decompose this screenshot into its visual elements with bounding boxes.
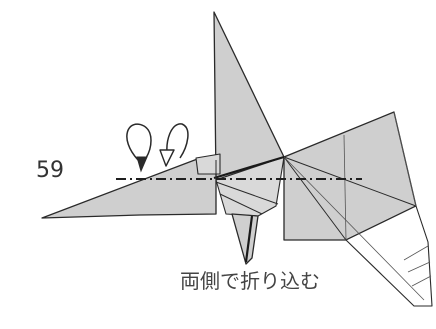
crease-line xyxy=(283,156,425,301)
crease-line xyxy=(403,245,429,261)
arrow-head-filled-icon xyxy=(136,156,148,173)
crease-line xyxy=(407,261,431,273)
hanging-flap xyxy=(231,213,259,265)
upper-flap xyxy=(213,11,285,181)
crease-line xyxy=(283,156,417,207)
step-instruction: 両側で折り込む xyxy=(180,269,320,293)
crease-line xyxy=(411,275,432,287)
fold-arrow-back xyxy=(166,123,189,161)
center-flap-top xyxy=(195,153,221,175)
crease-line xyxy=(283,156,347,241)
crease-line xyxy=(393,111,417,207)
crease-line xyxy=(215,181,279,205)
arrow-head-hollow-icon xyxy=(159,149,175,167)
fold-arrow-front xyxy=(126,123,152,161)
crease-line xyxy=(343,134,347,241)
crease-line xyxy=(219,193,263,215)
bold-edge xyxy=(244,215,254,263)
bold-edge xyxy=(213,155,285,180)
step-number: 59 xyxy=(36,158,64,183)
right-tail-back xyxy=(345,205,433,307)
